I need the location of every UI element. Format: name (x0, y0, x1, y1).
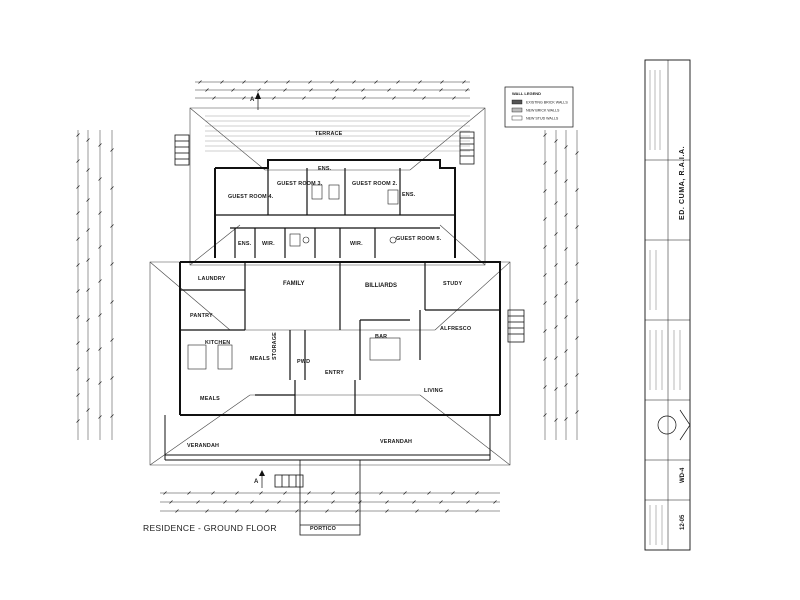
verandah-edge (164, 415, 491, 461)
dimension-lines (77, 81, 578, 512)
room-wir-left: WIR. (262, 241, 275, 247)
room-entry: ENTRY (325, 370, 344, 376)
svg-text:A: A (250, 97, 255, 103)
dimension-ticks (76, 80, 579, 513)
room-meals-2: MEALS (200, 396, 220, 402)
sheet-number: WD-4 (680, 467, 686, 483)
north-arrow-icon (657, 415, 677, 435)
room-billiards: BILLIARDS (365, 283, 397, 289)
room-study: STUDY (443, 281, 462, 287)
legend-swatch-new-brick (511, 107, 523, 113)
section-marker-top: A (250, 92, 261, 110)
room-verandah-right: VERANDAH (380, 439, 412, 445)
room-bar: BAR (375, 334, 387, 340)
room-storage: STORAGE (272, 332, 278, 360)
room-pantry: PANTRY (190, 313, 213, 319)
room-portico: PORTICO (310, 526, 336, 532)
room-verandah-left: VERANDAH (187, 443, 219, 449)
room-ens-left: ENS. (238, 241, 252, 247)
room-terrace: TERRACE (315, 131, 343, 137)
room-laundry: LAUNDRY (198, 276, 226, 282)
legend-swatch-stud (511, 115, 523, 121)
internal-walls (180, 168, 500, 415)
room-living: LIVING (424, 388, 443, 394)
room-ens-top: ENS. (318, 166, 332, 172)
portico-outline (299, 460, 361, 536)
title-block (644, 59, 691, 551)
room-guest-3: GUEST ROOM 3. (277, 181, 323, 187)
room-labels: TERRACE ENS. GUEST ROOM 3. GUEST ROOM 2.… (187, 131, 471, 532)
drawing-title: RESIDENCE - GROUND FLOOR (143, 523, 277, 533)
legend-swatch-existing (511, 99, 523, 105)
fixtures (187, 184, 401, 370)
legend-item-existing: EXISTING BRICK WALLS (526, 101, 568, 105)
room-family: FAMILY (283, 281, 304, 287)
room-meals: MEALS (250, 356, 270, 362)
room-ens-right: ENS. (402, 192, 416, 198)
room-pwd: PWD (297, 359, 310, 365)
wall-legend: WALL LEGEND EXISTING BRICK WALLS NEW BRI… (504, 86, 574, 128)
room-kitchen: KITCHEN (205, 340, 230, 346)
section-marker-bottom: A (254, 470, 265, 488)
sheet-code: 12-05 (680, 514, 686, 530)
room-guest-5: GUEST ROOM 5. (396, 236, 442, 242)
room-guest-4: GUEST ROOM 4. (228, 194, 274, 200)
legend-title: WALL LEGEND (512, 91, 541, 96)
terrace-decking (205, 115, 470, 152)
room-wir-right: WIR. (350, 241, 363, 247)
stairs (174, 131, 525, 488)
svg-text:A: A (254, 479, 259, 485)
room-alfresco: ALFRESCO (440, 326, 471, 332)
room-guest-2: GUEST ROOM 2. (352, 181, 398, 187)
firm-name: ED. CUMA, R.A.I.A. (679, 146, 686, 220)
legend-item-new-brick: NEW BRICK WALLS (526, 109, 560, 113)
legend-item-stud: NEW STUD WALLS (526, 117, 559, 121)
